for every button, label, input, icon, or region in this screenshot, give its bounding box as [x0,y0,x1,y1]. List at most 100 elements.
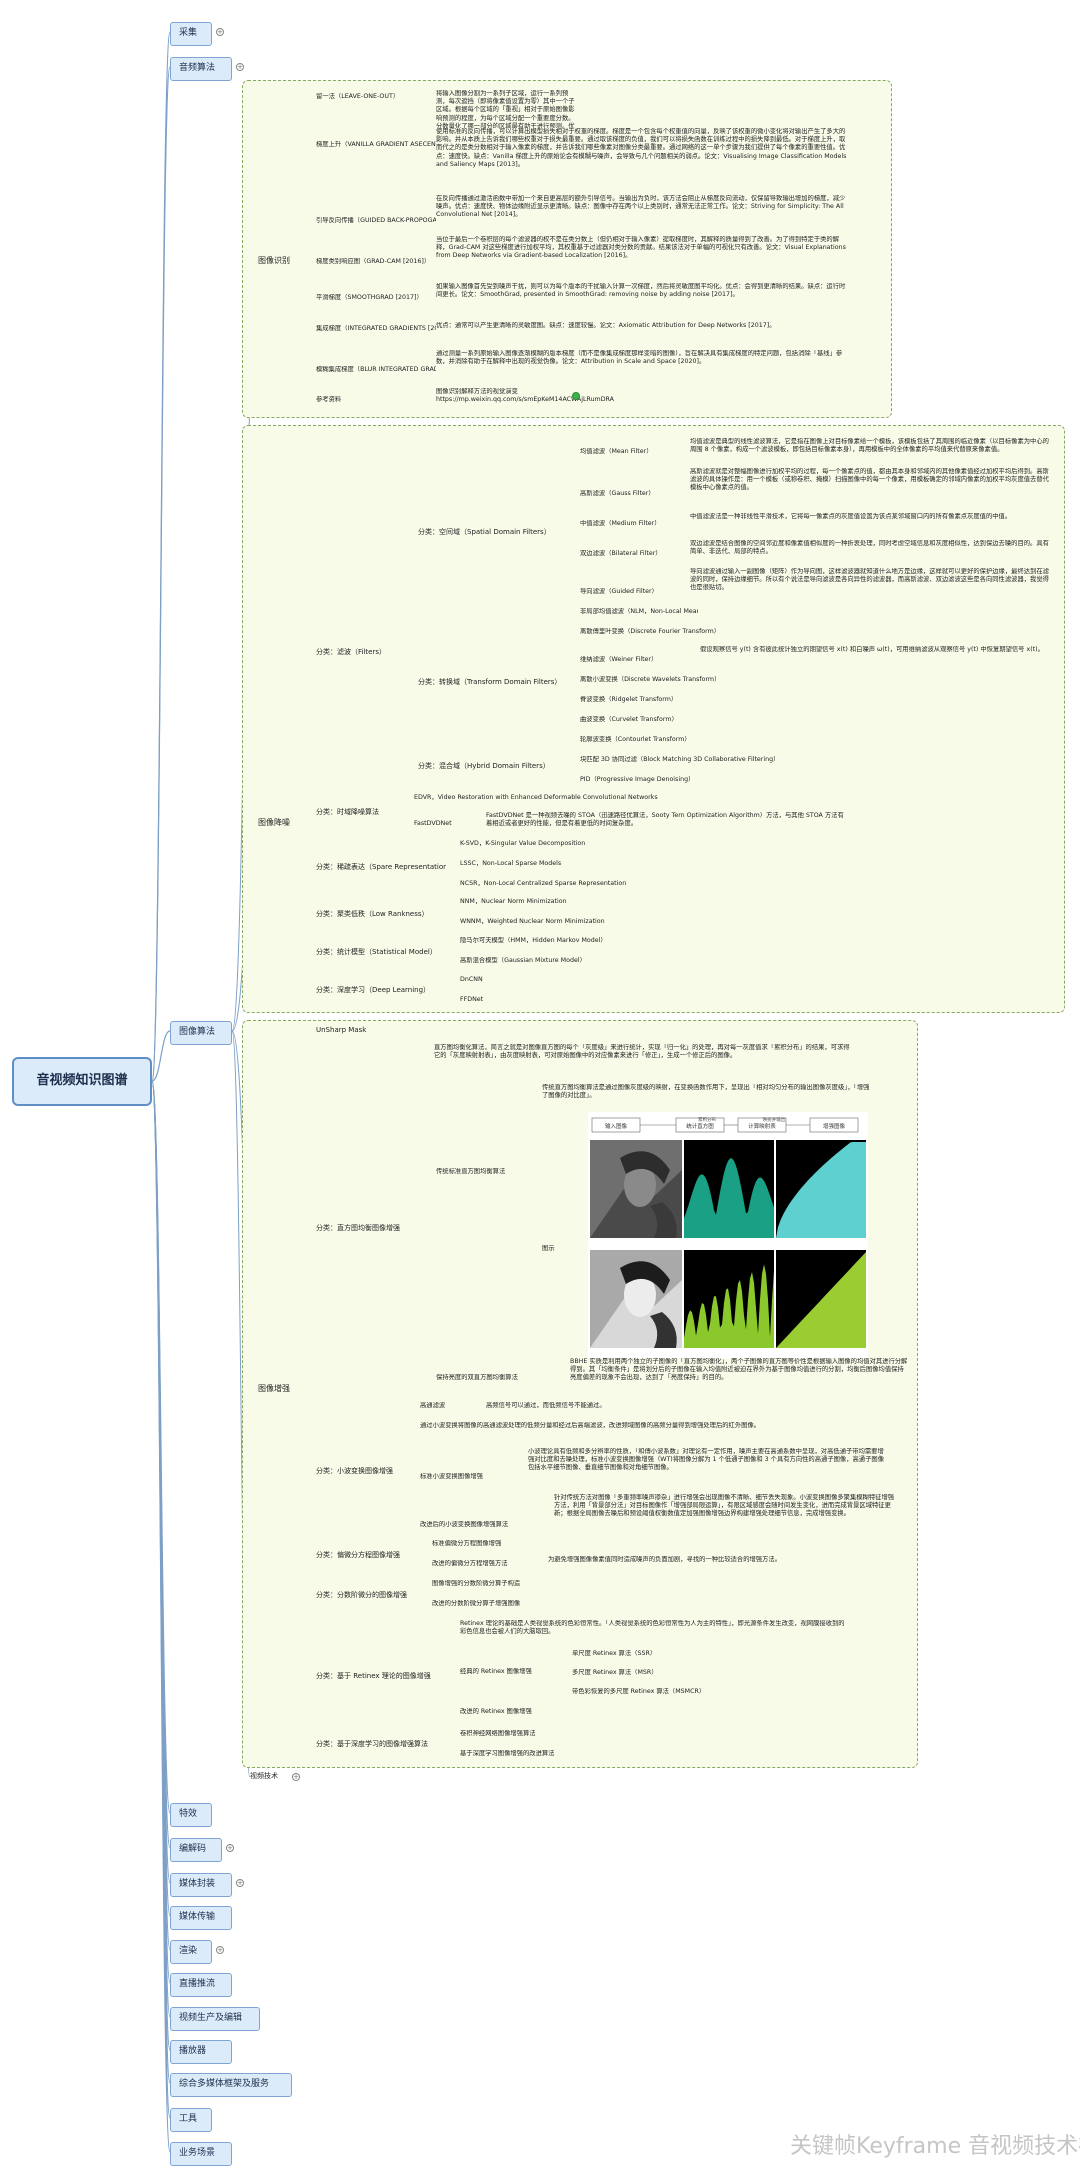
branch-desc: 当位于最后一个卷积层的每个滤波器的权不是在类分数上（但仍相对于输入像素）提取梯度… [436,236,846,260]
expand-icon[interactable]: + [236,63,244,71]
denoise-lowrank-item: WNNM，Weighted Nuclear Norm Minimization [460,918,605,925]
transform-item: 维纳滤波（Weiner Filter） [580,656,658,663]
link-icon[interactable] [572,392,580,400]
denoise-sparse-item: LSSC，Non-Local Sparse Models [460,860,562,867]
top-node-t_scene[interactable]: 业务场景 [170,2142,232,2166]
flow-box-label: 计算映射表 [748,1122,776,1130]
spatial-item: 中值滤波（Medium Filter） [580,520,661,527]
temporal-denoise: 分类：时域降噪算法 [316,808,379,816]
denoise-sparse-item: K-SVD，K-Singular Value Decomposition [460,840,586,847]
top-node-t_collect[interactable]: 采集 [170,22,212,46]
histogram-panel [776,1250,866,1348]
connector-line [151,1030,171,1082]
top-node-t_audio[interactable]: 音频算法 [170,57,232,81]
wavelet-desc: 小波理论具有低频和多分辨率的性质，「和傅小波系数」对理论有一定作用，噪声主要在高… [528,1448,884,1472]
top-node-t_render[interactable]: 渲染 [170,1940,212,1964]
pde-item: 标准偏微分方程图像增强 [432,1540,502,1547]
branch-title: 梯度上升（VANILLA GRADIENT ASECENT [2013]） [316,141,436,148]
denoise-sparse: 分类：稀疏表达（Spare Representation） [316,863,446,871]
transform-domain: 分类：转换域（Transform Domain Filters） [418,678,562,686]
transform-item: 曲波变换（Curvelet Transform） [580,716,678,723]
denoise-dl: 分类：深度学习（Deep Learning） [316,986,431,994]
lena-image [590,1140,682,1238]
expand-icon[interactable]: + [216,28,224,36]
fractional-item: 改进的分数阶微分算子增强图像 [432,1600,521,1607]
denoise-filters: 分类：滤波（Filters） [316,648,386,656]
transform-item: 脊波变换（Ridgelet Transform） [580,696,678,703]
denoise-section [242,425,1065,1013]
category-denoise: 图像降噪 [258,818,290,827]
pde-enhance: 分类：偏微分方程图像增强 [316,1551,400,1559]
category-enhance: 图像增强 [258,1384,290,1393]
transform-item: 轮廓波变换（Contourlet Transform） [580,736,691,743]
denoise-stat-item: 隐马尔可夫模型（HMM，Hidden Markov Model） [460,937,607,944]
expand-icon[interactable]: + [292,1773,300,1781]
bbhe-desc: BBHE 实质是利用两个独立的子图像的「直方图均衡化」，两个子图像的直方图等价性… [570,1358,908,1382]
top-node-t_image[interactable]: 图像算法 [170,1021,232,1045]
denoise-dl-item: FFDNet [460,996,484,1003]
hybrid-domain: 分类：混合域（Hybrid Domain Filters） [418,762,550,770]
fractional-enhance: 分类：分数阶微分的图像增强 [316,1591,407,1599]
expand-icon[interactable]: + [226,1844,234,1852]
top-node-t_effect[interactable]: 特效 [170,1803,212,1827]
wavelet-desc: 针对传统方法对图像「多重频率噪声掺杂」进行增强会出现图像不清晰、细节丢失现象。小… [554,1494,895,1518]
figure-label: 图示 [542,1245,555,1252]
bbhe-title: 保持亮度的双直方图均衡算法 [436,1374,518,1381]
branch-title: 模糊集成梯度（BLUR INTEGRATED GRADIENTS [2020]） [316,366,436,373]
retinex-intro: Retinex 理论的基础是人类视觉系统的色彩恒常性。「人类视觉系统的色彩恒常性… [460,1620,845,1636]
spatial-item: 双边滤波（Bilateral Filter） [580,550,662,557]
spatial-item: 导向滤波（Guided Filter） [580,588,658,595]
flow-step-label: 累积分布 [698,1116,716,1123]
top-node-t_frame[interactable]: 综合多媒体框架及服务 [170,2073,292,2097]
denoise-stat: 分类：统计模型（Statistical Model） [316,948,437,956]
branch-title: 平滑梯度（SMOOTHGRAD [2017]） [316,294,423,301]
denoise-lowrank-item: NNM，Nuclear Norm Minimization [460,898,567,905]
wavelet-enhance: 分类：小波变换图像增强 [316,1467,393,1475]
wavelet-item: 高通滤波 [420,1402,446,1409]
traditional-he-desc: 传统直方图均衡算法是通过图像灰度级的映射，在变换函数作用下，呈现出「相对均匀分布… [542,1084,870,1100]
root-node: 音视频知识图谱 [12,1057,152,1106]
branch-title: 集成梯度（INTEGRATED GRADIENTS [2017]） [316,325,436,332]
histogram-panel [776,1140,866,1238]
watermark: 关键帧Keyframe 音视频技术社区 [790,2134,1080,2159]
flow-box-label: 统计直方图 [686,1122,714,1130]
branch-desc: 使用标准的反向传播，可以计算出模型损失相对于权重的梯度。梯度是一个包含每个权重值… [436,128,847,168]
wavelet-desc: 高频信号可以通过，而低频信号不能通过。 [486,1402,606,1409]
top-node-t_tool[interactable]: 工具 [170,2108,212,2132]
fractional-item: 图像增强的分数阶微分算子构造 [432,1580,521,1587]
spatial-domain: 分类：空间域（Spatial Domain Filters） [418,528,551,536]
top-node-t_player[interactable]: 播放器 [170,2040,232,2064]
expand-icon[interactable]: + [216,1946,224,1954]
expand-icon[interactable]: + [236,1879,244,1887]
flow-box-label: 输入图像 [605,1122,628,1130]
histogram-intro: 直方图均衡化算法，简言之就是对图像直方图的每个「灰度级」来进行统计，实现「归一化… [434,1044,850,1060]
retinex-classic: 经典的 Retinex 图像增强 [460,1668,532,1675]
top-node-t_pack[interactable]: 媒体封装 [170,1873,232,1897]
hybrid-item: 块匹配 3D 协同过滤（Block Matching 3D Collaborat… [580,756,780,763]
histogram-panel [684,1250,774,1348]
branch-title: 梯度类别响应图（GRAD-CAM [2016]） [316,258,431,265]
spatial-desc: 高斯滤波就是对整幅图像进行加权平均的过程，每一个像素点的值，都由其本身和邻域内的… [690,468,1049,492]
branch-desc: 图像识别解释方法的视觉演变 https://mp.weixin.qq.com/s… [436,388,614,404]
top-node-t_prod[interactable]: 视频生产及编辑 [170,2007,260,2031]
top-node-t_live[interactable]: 直播推流 [170,1973,232,1997]
temporal-desc: FastDVDNet 是一种视频去噪的 STOA（迅速路径优算法，Sooty T… [486,812,844,828]
unsharp-mask: UnSharp Mask [316,1026,367,1034]
histogram-panel [684,1140,774,1238]
spatial-desc: 导向滤波通过输入一副图像（矩阵）作为导向图，这样滤波器就知道什么地方是边缘，这样… [690,568,1049,592]
branch-desc: 在反向传播通过激活函数中带加一个来自更高层的额外引导信号。当输出为负时，该方法会… [436,195,846,219]
temporal-item: EDVR，Video Restoration with Enhanced Def… [414,794,658,801]
top-node-t_codec[interactable]: 编解码 [170,1838,222,1862]
histogram-eq: 分类：直方图均衡图像增强 [316,1224,400,1232]
spatial-item: 非局部均值滤波（NLM，Non-Local Mean Filter） [580,608,698,615]
pde-item: 改进的偏微分方程增强方法 [432,1560,508,1567]
branch-desc: 如果输入图像首先受到噪声干扰，则可以为每个版本的干扰输入计算一次梯度，然后将灵敏… [436,283,846,299]
spatial-desc: 双边滤波是结合图像的空间邻近度和像素值相似度的一种折衷处理，同时考虑空域信息和灰… [690,540,1049,556]
flow-step-label: 映射并输出 [763,1116,786,1123]
transform-item: 离散傅里叶变换（Discrete Fourier Transform） [580,628,721,635]
branch-title: 引导反向传播（GUIDED BACK-PROPOGATION [2014]） [316,217,436,224]
flow-box-label: 增强图像 [823,1122,846,1130]
top-node-t_trans[interactable]: 媒体传输 [170,1906,232,1930]
